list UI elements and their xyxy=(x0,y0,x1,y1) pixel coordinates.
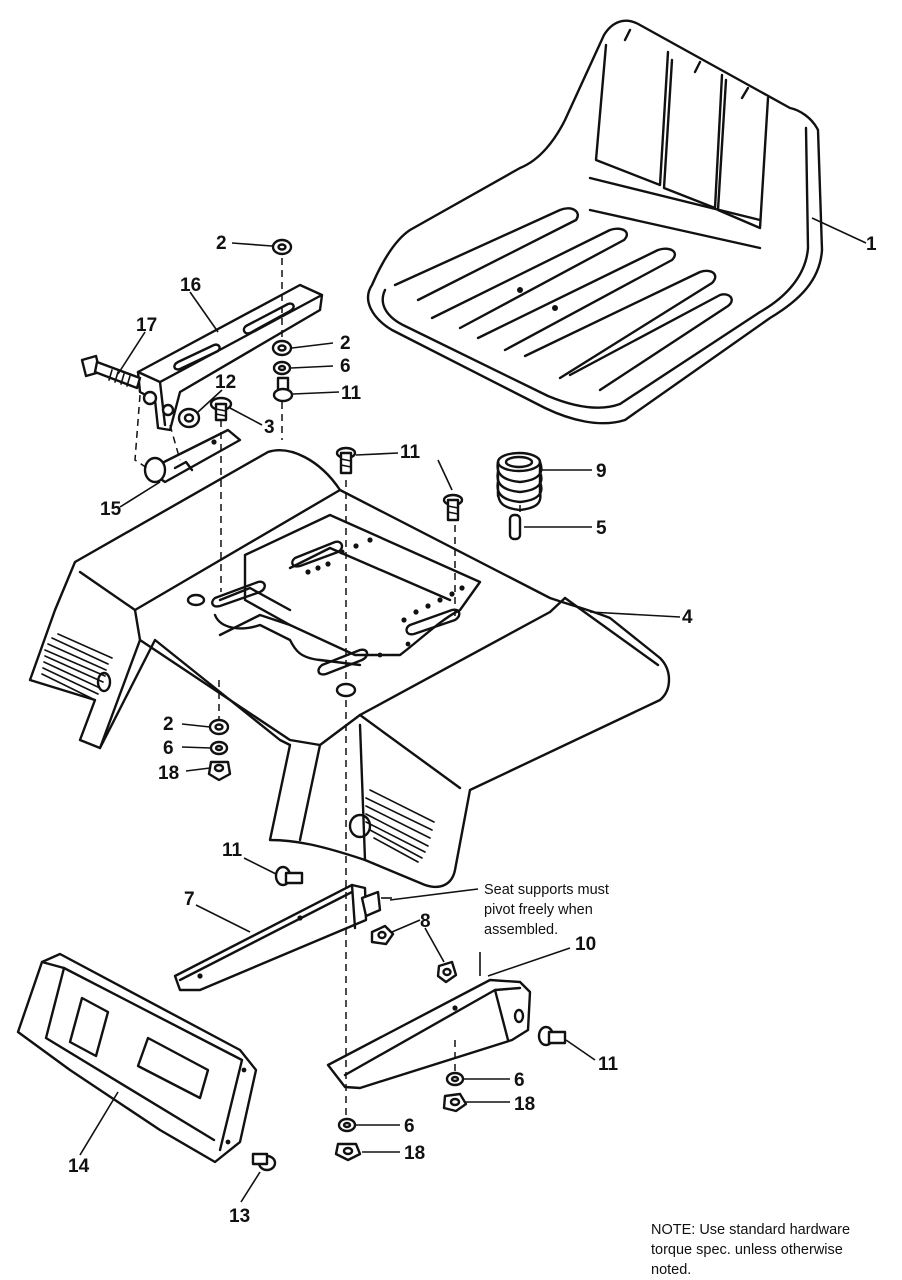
bolt-11-right xyxy=(537,1025,567,1047)
callout-6-right: 6 xyxy=(514,1070,525,1091)
washer-2-top xyxy=(271,238,293,256)
callout-15: 15 xyxy=(100,499,122,520)
callout-18-low: 18 xyxy=(158,763,179,784)
lockwasher-6-top xyxy=(272,360,292,376)
seat-support-left xyxy=(173,883,382,992)
callout-6-low: 6 xyxy=(163,738,174,759)
callout-6-top: 6 xyxy=(340,356,351,377)
pivot-note: Seat supports must pivot freely when ass… xyxy=(484,882,609,938)
callout-1: 1 xyxy=(866,234,877,255)
nut-8-b xyxy=(436,960,458,984)
footer-note-line-1: NOTE: Use standard hardware xyxy=(651,1222,850,1238)
seat-bracket xyxy=(136,283,324,432)
bolt-17 xyxy=(80,354,142,390)
callout-11-top: 11 xyxy=(341,383,362,404)
leader-lines xyxy=(79,217,867,1203)
footer-note-line-2: torque spec. unless otherwise xyxy=(651,1242,843,1258)
washer-2-low xyxy=(208,718,230,736)
callout-11-fender: 11 xyxy=(400,442,421,463)
callout-2-low: 2 xyxy=(163,714,174,735)
seat xyxy=(366,19,824,425)
callout-3: 3 xyxy=(264,417,275,438)
lockwasher-6-center xyxy=(337,1117,357,1133)
assembly-lines xyxy=(134,258,521,1118)
callout-9: 9 xyxy=(596,461,607,482)
callout-8: 8 xyxy=(420,911,431,932)
footer-note: NOTE: Use standard hardware torque spec.… xyxy=(651,1222,850,1278)
callout-16: 16 xyxy=(180,275,201,296)
nut-8-a xyxy=(370,924,395,946)
bolt-13 xyxy=(251,1152,277,1172)
pivot-note-line-2: pivot freely when xyxy=(484,902,593,918)
callout-13: 13 xyxy=(229,1206,250,1227)
callout-labels: 1 2 16 17 2 6 11 12 3 15 11 9 5 4 2 6 18… xyxy=(68,233,877,1227)
callout-5: 5 xyxy=(596,518,607,539)
bolt-11-fender-a xyxy=(335,446,357,475)
pin xyxy=(508,513,522,541)
bolt-11-fender-b xyxy=(442,493,464,522)
hinge xyxy=(143,428,242,484)
bolt-11-top xyxy=(272,376,294,403)
callout-2-mid: 2 xyxy=(340,333,351,354)
callout-14: 14 xyxy=(68,1156,90,1177)
footer-note-line-3: noted. xyxy=(651,1262,691,1278)
callout-11-right: 11 xyxy=(598,1054,619,1075)
spring xyxy=(496,451,543,512)
fender xyxy=(28,449,671,889)
nut-18-low xyxy=(207,760,232,782)
callout-2-top: 2 xyxy=(216,233,227,254)
nut-18-center xyxy=(334,1142,362,1162)
callout-10: 10 xyxy=(575,934,596,955)
callout-6-center: 6 xyxy=(404,1116,415,1137)
callout-12: 12 xyxy=(215,372,236,393)
callout-4: 4 xyxy=(682,607,693,628)
bolt-3 xyxy=(209,396,233,422)
seat-support-right xyxy=(326,978,532,1090)
nut-12 xyxy=(177,407,201,429)
pivot-note-line-3: assembled. xyxy=(484,922,558,938)
callout-11-side: 11 xyxy=(222,840,243,861)
nut-18-right xyxy=(442,1092,468,1113)
callout-7: 7 xyxy=(184,889,195,910)
callout-17: 17 xyxy=(136,315,157,336)
washer-2-mid xyxy=(271,339,293,357)
callout-18-center: 18 xyxy=(404,1143,425,1164)
lockwasher-6-right xyxy=(445,1071,465,1087)
callout-18-right: 18 xyxy=(514,1094,535,1115)
lockwasher-6-low xyxy=(209,740,229,756)
rear-panel xyxy=(16,952,258,1164)
bolt-11-side xyxy=(274,865,304,887)
pivot-note-line-1: Seat supports must xyxy=(484,882,609,898)
